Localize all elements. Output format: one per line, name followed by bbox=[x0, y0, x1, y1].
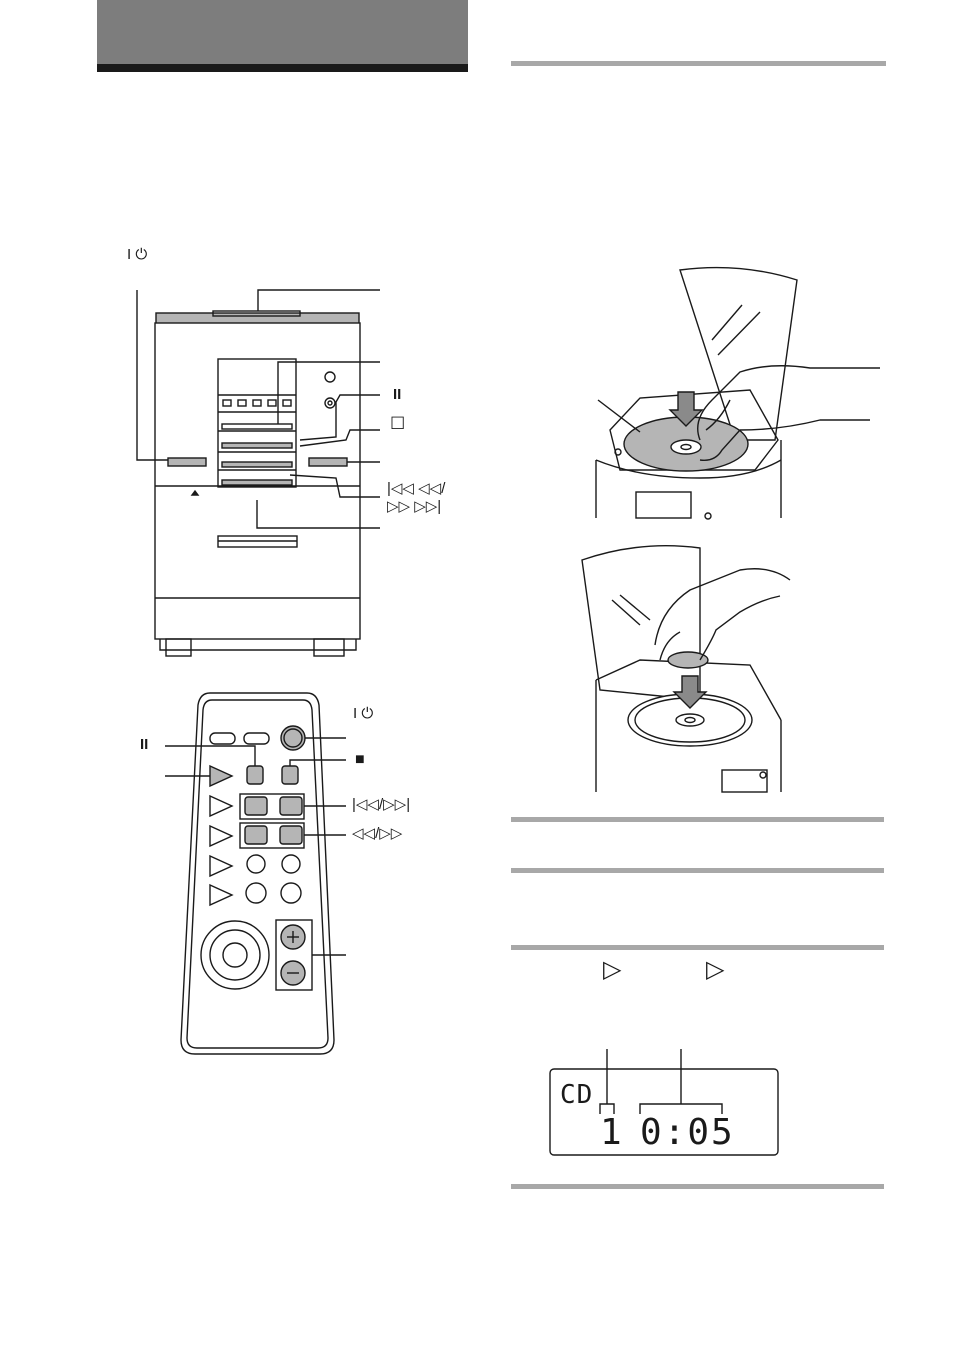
step-5-rule bbox=[511, 1184, 884, 1189]
pause-label-remote: II bbox=[140, 736, 149, 753]
display-track-number: 1 bbox=[600, 1112, 622, 1153]
step-2-rule bbox=[511, 817, 884, 822]
skip-label-main-1: |◁◁ ◁◁/ bbox=[387, 480, 446, 497]
step-4-rule bbox=[511, 945, 884, 950]
stop-label-remote: ■ bbox=[355, 751, 365, 768]
skip-label-remote: |◁◁/▷▷| bbox=[352, 796, 411, 813]
power-label-remote: I ⏻ bbox=[353, 705, 374, 722]
pause-label-main: II bbox=[393, 386, 402, 403]
stop-label-main: ☐ bbox=[390, 414, 406, 433]
step-1-rule bbox=[511, 61, 886, 66]
skip-label-main-2: ▷▷ ▷▷| bbox=[387, 498, 442, 515]
section-header-bar bbox=[97, 64, 468, 72]
play-icon: ▷ bbox=[706, 956, 725, 983]
power-label-main: I ⏻ bbox=[127, 246, 148, 263]
section-header-block bbox=[97, 0, 468, 66]
display-source: CD bbox=[560, 1080, 594, 1110]
step-3-rule bbox=[511, 868, 884, 873]
display-time: 0:05 bbox=[640, 1112, 735, 1153]
search-label-remote: ◁◁/▷▷ bbox=[352, 825, 403, 842]
play-icon: ▷ bbox=[603, 956, 622, 983]
